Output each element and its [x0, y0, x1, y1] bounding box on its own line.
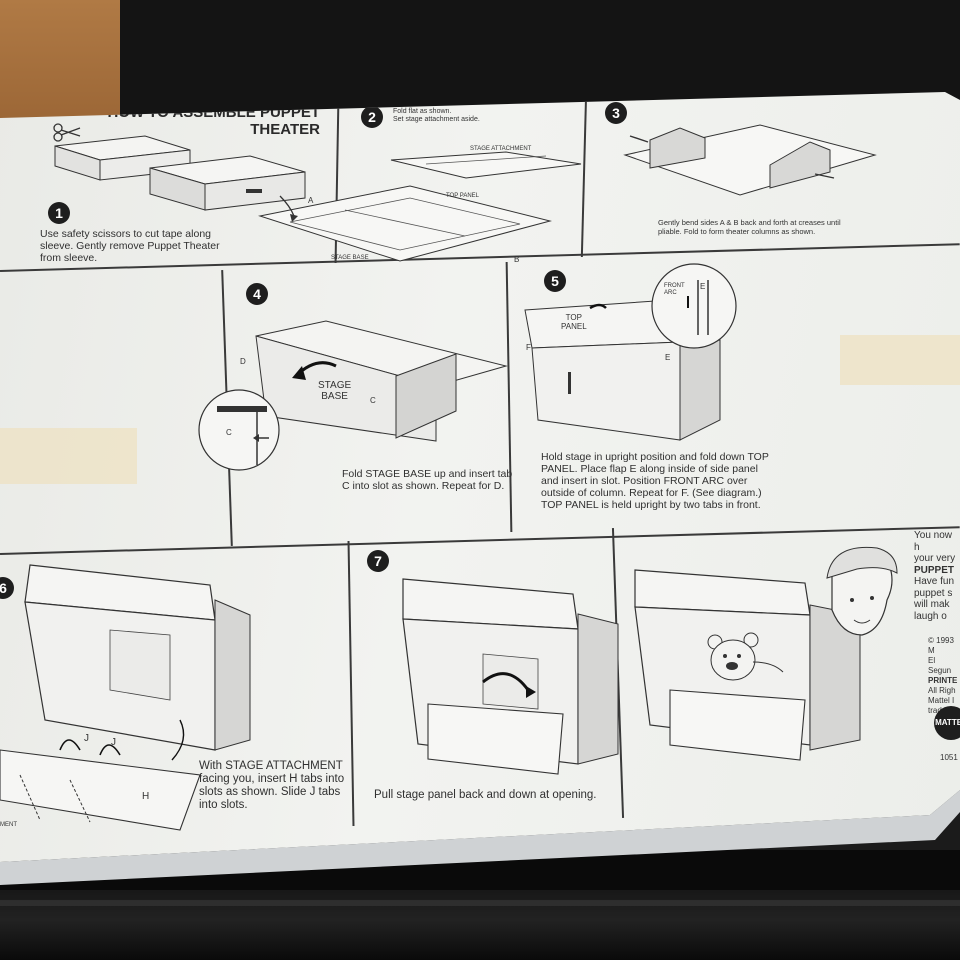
columns-fold-illustration	[620, 110, 880, 210]
label-top-panel: TOP PANEL	[446, 193, 480, 199]
tab-detail-magnifier	[197, 388, 287, 478]
label-h: H	[142, 791, 150, 802]
label-stage-attachment: STAGE ATTACHMENT	[470, 146, 532, 152]
step-1-number: 1	[48, 202, 70, 224]
label-e-main: E	[665, 353, 671, 362]
sleeve-box-illustration	[50, 128, 310, 218]
label-e-detail: E	[700, 282, 706, 291]
label-c-main: C	[370, 396, 376, 405]
step-3-caption: Gently bend sides A & B back and forth a…	[658, 218, 841, 236]
pull-stage-panel-illustration	[398, 574, 628, 784]
label-j-1: J	[84, 733, 89, 744]
label-stage-base: STAGE BASE	[331, 255, 369, 261]
step-2-caption: Fold flat as shown. Set stage attachment…	[393, 108, 480, 123]
label-ment-fragment: MENT	[0, 822, 17, 828]
product-code: 1051	[940, 753, 958, 762]
divider	[0, 526, 960, 555]
step-3-number: 3	[605, 102, 627, 124]
tape-strip	[840, 335, 960, 385]
step-7-caption: Pull stage panel back and down at openin…	[374, 789, 597, 801]
label-j-2: J	[111, 737, 116, 748]
stage-base-fold-illustration	[236, 316, 506, 456]
stage-attachment-illustration	[386, 150, 586, 190]
boy-face-illustration	[822, 540, 902, 650]
label-d: D	[240, 357, 246, 366]
label-b: B	[514, 255, 520, 264]
tape-strip	[0, 428, 137, 484]
mattel-logo: MATTEL	[934, 706, 960, 740]
label-front-arc: FRONT ARC	[664, 283, 685, 296]
copyright-notice: © 1993 M El Segun PRINTE All Righ Mattel…	[928, 636, 958, 715]
stage-attachment-insert-illustration	[0, 560, 260, 830]
step-6-caption: With STAGE ATTACHMENT facing you, insert…	[199, 760, 345, 811]
top-panel-fold-illustration	[520, 300, 730, 450]
step-4-number: 4	[246, 283, 268, 305]
step-6-number: 6	[0, 577, 14, 599]
step-1-caption: Use safety scissors to cut tape along sl…	[40, 228, 220, 264]
front-arc-magnifier	[648, 260, 740, 352]
label-a: A	[308, 196, 314, 205]
step-7-number: 7	[367, 550, 389, 572]
label-stage-base-3d: STAGE BASE	[318, 380, 352, 402]
label-c-detail: C	[226, 428, 232, 437]
label-f: F	[526, 343, 531, 352]
step-5-number: 5	[544, 270, 566, 292]
flat-layout-illustration	[250, 176, 570, 286]
table-highlight	[0, 900, 960, 906]
step-4-caption: Fold STAGE BASE up and insert tab C into…	[342, 468, 513, 492]
scissors-icon	[52, 122, 82, 142]
closing-message: You now h your very PUPPET Have fun pupp…	[914, 530, 956, 622]
step-2-number: 2	[361, 106, 383, 128]
divider	[347, 541, 354, 826]
teddy-bear-puppet-icon	[705, 632, 785, 692]
label-top-panel-3d: TOP PANEL	[561, 313, 587, 331]
step-5-caption: Hold stage in upright position and fold …	[541, 451, 769, 511]
